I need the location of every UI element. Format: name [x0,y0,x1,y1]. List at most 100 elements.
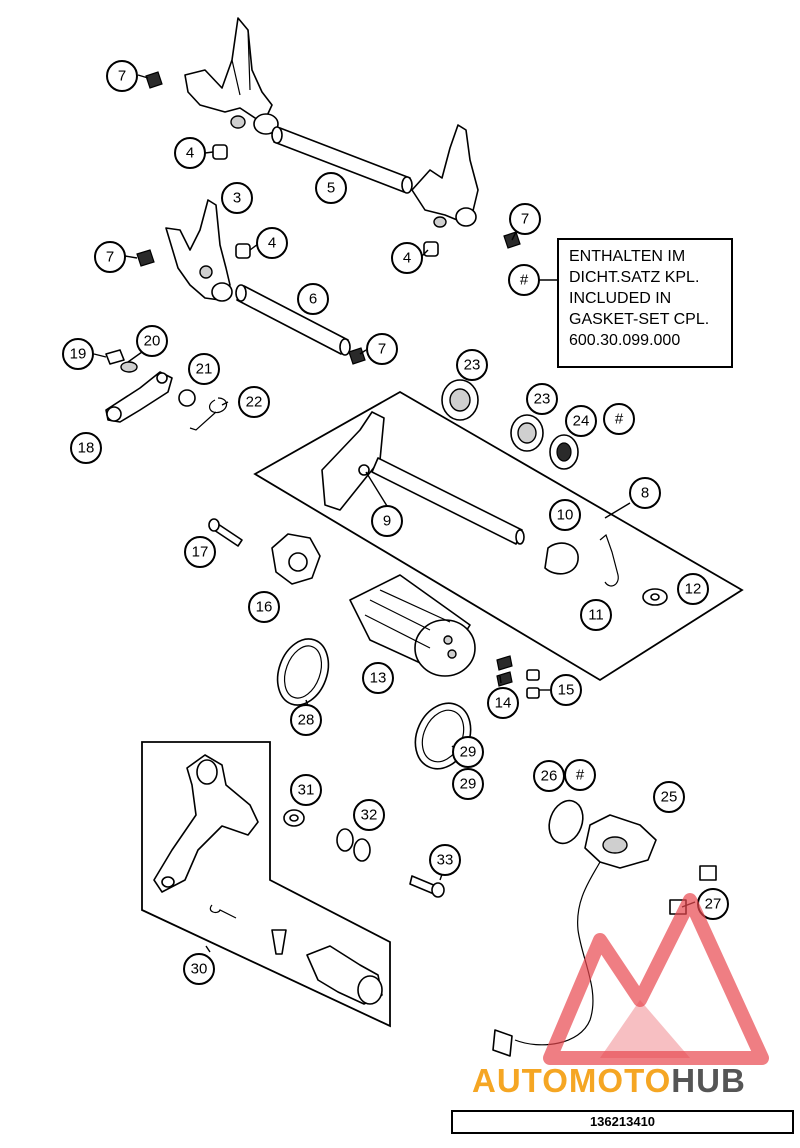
callout-6: 6 [297,283,329,315]
bearings-23-24 [441,379,579,470]
callout-label: # [576,767,585,784]
callout-30: 30 [183,953,215,985]
callout-label: 4 [186,145,194,162]
callout-28: 28 [290,704,322,736]
callout-16: 16 [248,591,280,623]
callout-14: 14 [487,687,519,719]
callout-hash-26: # [564,759,596,791]
callout-label: 30 [191,961,208,978]
callout-label: 21 [196,361,213,378]
callout-3: 3 [221,182,253,214]
callout-25: 25 [653,781,685,813]
kit-frame-30 [141,741,391,1028]
callout-19: 19 [62,338,94,370]
callout-5: 5 [315,172,347,204]
callout-label: 16 [256,599,273,616]
kit-frame-8 [253,390,744,682]
callout-15: 15 [550,674,582,706]
note-line: DICHT.SATZ KPL. [569,269,700,286]
callout-label: 7 [521,211,529,228]
note-line: GASKET-SET CPL. [569,311,710,328]
callout-label: 22 [246,394,263,411]
callout-26: 26 [533,760,565,792]
callout-label: 24 [573,413,590,430]
callout-label: 18 [78,440,95,457]
callout-12: 12 [677,573,709,605]
shift-lever-assembly [105,349,228,431]
callout-29-lower: 29 [452,768,484,800]
callout-27: 27 [697,888,729,920]
shift-fork-upper [184,17,279,135]
callout-20: 20 [136,325,168,357]
callout-label: 15 [558,682,575,699]
callout-label: 29 [460,776,477,793]
springs-pins-14-15 [496,655,540,699]
shift-lever-30 [153,754,383,1005]
callout-label: 12 [685,581,702,598]
callout-label: 26 [541,768,558,785]
callout-label: 4 [268,235,276,252]
callout-label: 20 [144,333,161,350]
callout-7-left: 7 [94,241,126,273]
callout-label: 23 [534,391,551,408]
gear-position-sensor [492,799,717,1057]
callout-label: 7 [378,341,386,358]
callout-label: 6 [309,291,317,308]
shift-fork-right [411,124,479,228]
callout-10: 10 [549,499,581,531]
pin-4-group [212,144,439,259]
callout-label: 31 [298,782,315,799]
callout-8: 8 [629,477,661,509]
callout-label: 29 [460,744,477,761]
callout-32: 32 [353,799,385,831]
bolt-17 [208,518,243,547]
shift-fork-middle [165,199,233,302]
callout-label: # [615,411,624,428]
callout-9: 9 [371,505,403,537]
callout-17: 17 [184,536,216,568]
callout-23-left: 23 [456,349,488,381]
callout-label: 7 [106,249,114,266]
callout-18: 18 [70,432,102,464]
callout-29-upper: 29 [452,736,484,768]
callout-label: 4 [403,250,411,267]
callout-11: 11 [580,599,612,631]
callout-label: 14 [495,695,512,712]
brand-moto: MOTO [568,1062,672,1099]
callout-label: 10 [557,507,574,524]
watermark-logo-icon [543,893,769,1065]
callout-24: 24 [565,405,597,437]
washer-nut-bolt [283,809,445,898]
callout-33: 33 [429,844,461,876]
shift-fork-shaft-6 [235,284,351,356]
brand-auto: AUTO [472,1062,569,1099]
callout-23-right: 23 [526,383,558,415]
callout-hash-24: # [603,403,635,435]
callout-13: 13 [362,662,394,694]
callout-7-right: 7 [509,203,541,235]
shift-fork-shaft-5 [271,126,413,194]
callout-label: 13 [370,670,387,687]
note-line: 600.30.099.000 [569,332,681,349]
callout-label: 27 [705,896,722,913]
callout-label: 23 [464,357,481,374]
callout-4-mid: 4 [256,227,288,259]
callout-label: 3 [233,190,241,207]
callout-22: 22 [238,386,270,418]
callout-label: 25 [661,789,678,806]
shift-shaft-assembly [321,411,668,606]
callout-21: 21 [188,353,220,385]
shift-drum-13 [349,574,476,677]
callout-label: 33 [437,852,454,869]
callout-label: 32 [361,807,378,824]
callout-hash-note: # [508,264,540,296]
brand-hub: HUB [671,1062,746,1099]
callout-label: 8 [641,485,649,502]
gasket-set-note: ENTHALTEN IM DICHT.SATZ KPL. INCLUDED IN… [557,238,733,368]
callout-label: 11 [588,607,604,624]
callout-31: 31 [290,774,322,806]
callout-label: 28 [298,712,315,729]
callout-label: 17 [192,544,209,561]
callout-4-right: 4 [391,242,423,274]
